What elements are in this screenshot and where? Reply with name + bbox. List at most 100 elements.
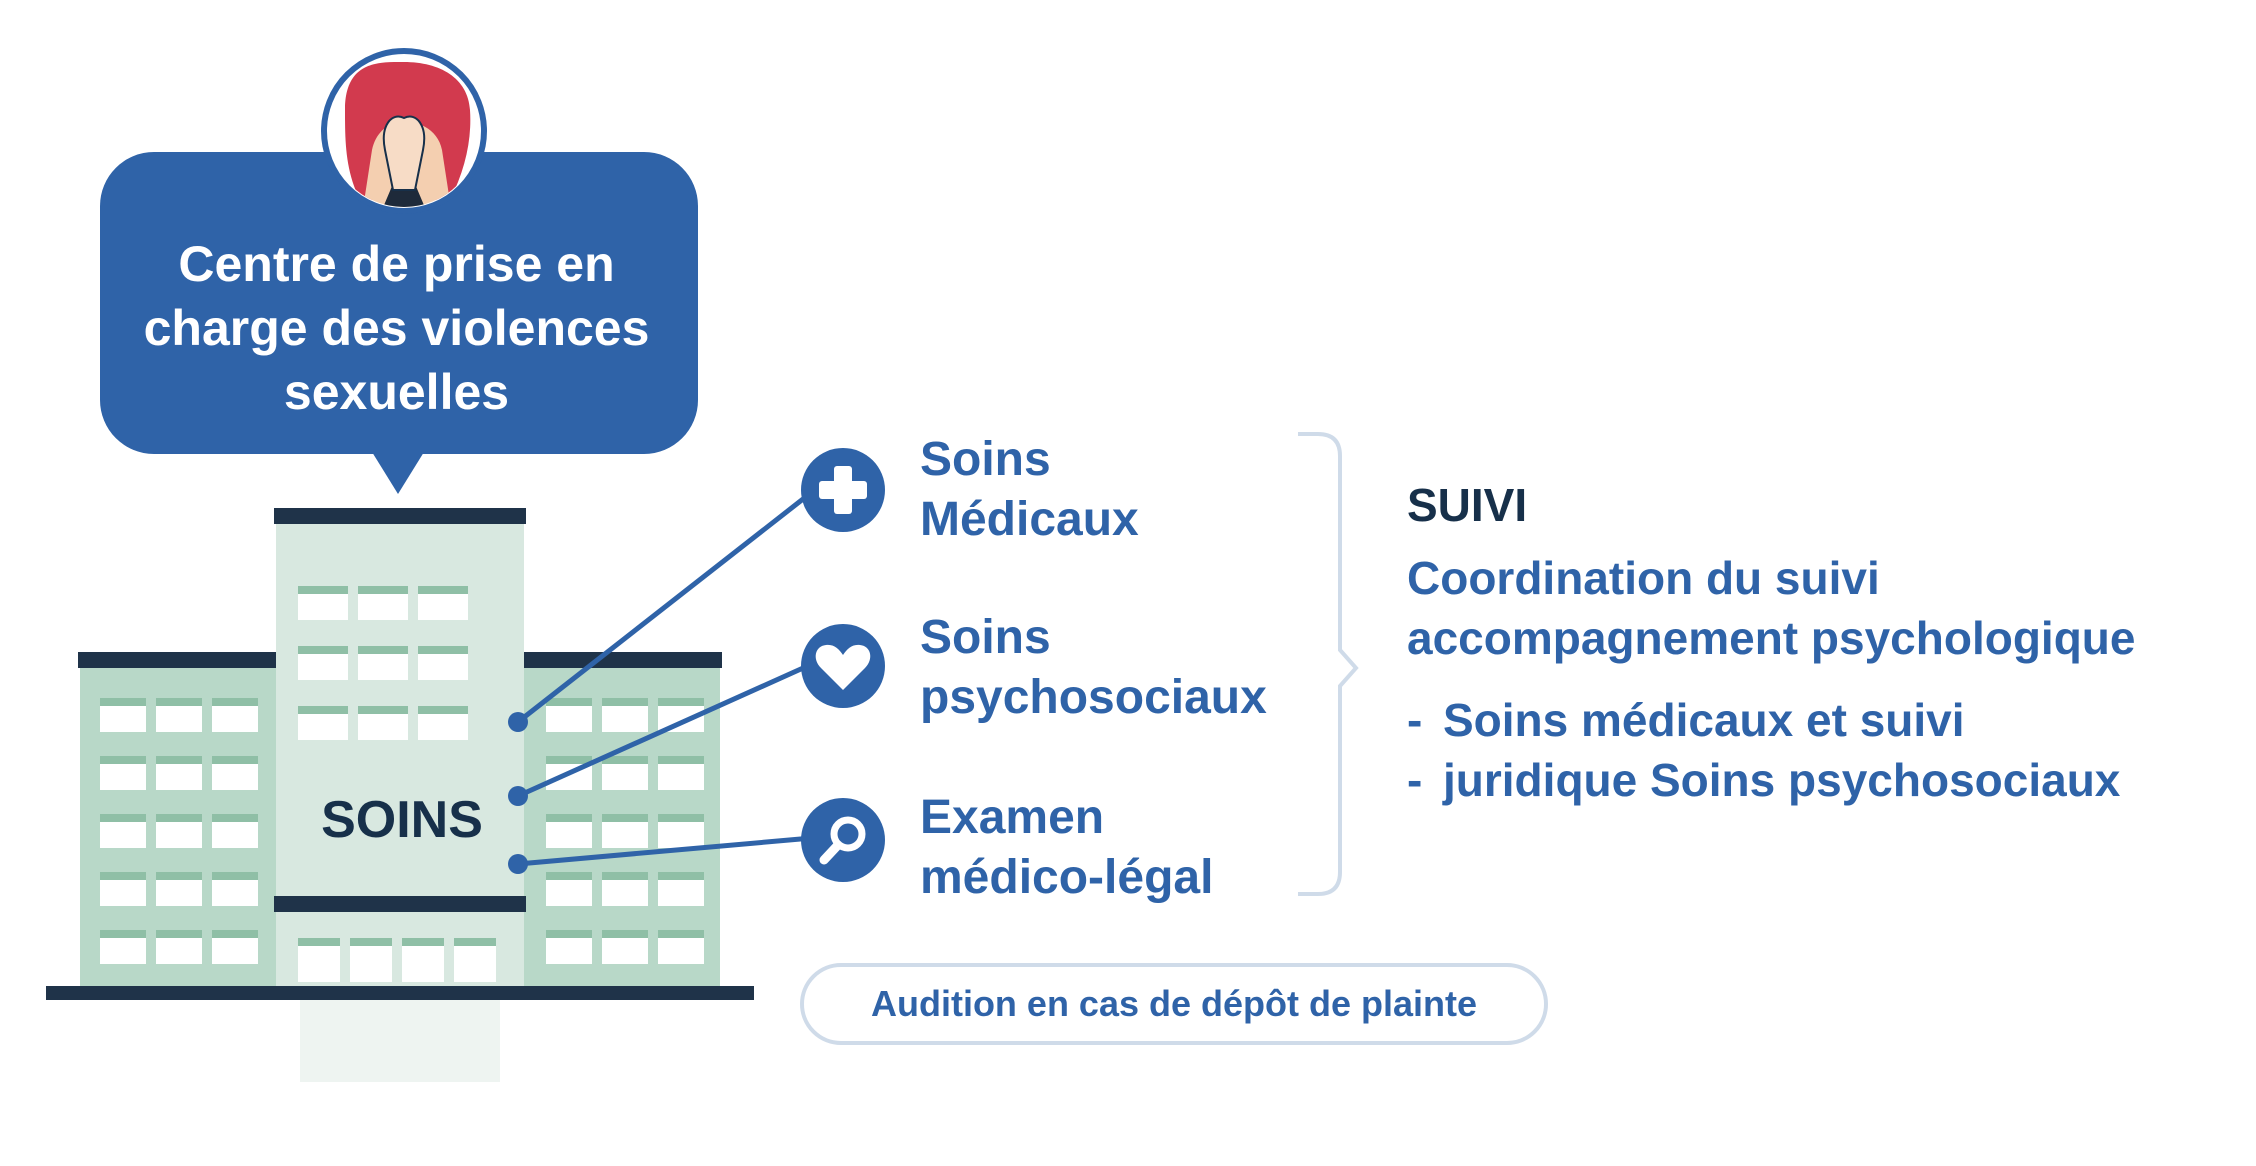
window-sill [658, 698, 704, 706]
window-sill [454, 938, 496, 946]
window-sill [658, 872, 704, 880]
window-sill [100, 698, 146, 706]
window [212, 822, 258, 848]
window-sill [100, 930, 146, 938]
hospital-building [46, 508, 754, 1082]
window [298, 654, 348, 680]
window-sill [212, 814, 258, 822]
window [156, 938, 202, 964]
building-label: SOINS [321, 791, 483, 849]
window [602, 764, 648, 790]
window [454, 946, 496, 982]
window [602, 822, 648, 848]
window [298, 594, 348, 620]
suivi-item-text: Soins médicaux et suivi [1443, 694, 1965, 746]
window [658, 938, 704, 964]
window-sill [658, 756, 704, 764]
window [602, 938, 648, 964]
center-title: Centre de prise en charge des violences … [103, 232, 690, 424]
heart-icon [801, 624, 885, 708]
service-medical-line-2: Médicaux [920, 493, 1139, 546]
window-sill [298, 586, 348, 594]
window-sill [602, 814, 648, 822]
window-sill [658, 930, 704, 938]
window-sill [358, 646, 408, 654]
connector-psychosocial [516, 661, 814, 799]
window-sill [212, 756, 258, 764]
window [418, 654, 468, 680]
suivi-subtitle-line-2: accompagnement psychologique [1407, 612, 2136, 664]
window-sill [156, 756, 202, 764]
window-sill [602, 698, 648, 706]
window [212, 880, 258, 906]
window [100, 822, 146, 848]
window-sill [298, 706, 348, 714]
suivi-title: SUIVI [1407, 479, 1528, 531]
service-forensic: Examen médico-légal [920, 788, 1340, 908]
window-sill [212, 698, 258, 706]
window-sill [402, 938, 444, 946]
service-forensic-line-2: médico-légal [920, 851, 1214, 904]
audition-pill: Audition en cas de dépôt de plainte [800, 963, 1548, 1045]
window-sill [298, 938, 340, 946]
distressed-woman-avatar [321, 48, 487, 214]
connector-forensic [517, 835, 813, 867]
window-sill [546, 814, 592, 822]
window [418, 714, 468, 740]
window [100, 764, 146, 790]
window [212, 764, 258, 790]
grouping-bracket [1298, 432, 1359, 896]
window [156, 764, 202, 790]
window-sill [156, 930, 202, 938]
window-sill [212, 930, 258, 938]
window-sill [100, 814, 146, 822]
window [358, 654, 408, 680]
window [658, 822, 704, 848]
window [658, 764, 704, 790]
suivi-item: -juridique Soins psychosociaux [1407, 750, 2247, 810]
window [298, 714, 348, 740]
window-sill [358, 586, 408, 594]
window [100, 706, 146, 732]
window-sill [418, 646, 468, 654]
connector-medical [516, 490, 814, 724]
window-sill [350, 938, 392, 946]
magnifier-icon [801, 798, 885, 882]
window [546, 822, 592, 848]
suivi-subtitle-line-1: Coordination du suivi [1407, 552, 1880, 604]
suivi-item-dash: - [1407, 694, 1423, 746]
window-sill [212, 872, 258, 880]
window [212, 706, 258, 732]
window-sill [658, 814, 704, 822]
window-sill [546, 756, 592, 764]
connector-lines [516, 490, 814, 867]
window [358, 714, 408, 740]
window [100, 938, 146, 964]
service-psychosocial: Soins psychosociaux [920, 608, 1340, 728]
speech-bubble [100, 152, 698, 494]
window [156, 880, 202, 906]
window-sill [100, 872, 146, 880]
window [402, 946, 444, 982]
window-sill [156, 698, 202, 706]
window-sill [418, 586, 468, 594]
center-title-line-3: sexuelles [283, 364, 510, 420]
window [156, 706, 202, 732]
window-sill [546, 698, 592, 706]
suivi-item: -Soins médicaux et suivi [1407, 690, 2247, 750]
window-sill [546, 930, 592, 938]
center-tower-windows [298, 586, 496, 982]
window-sill [602, 756, 648, 764]
window [546, 880, 592, 906]
window [602, 706, 648, 732]
window-sill [602, 872, 648, 880]
connector-dots [508, 712, 528, 874]
window [418, 594, 468, 620]
window [546, 706, 592, 732]
medical-cross-icon [801, 448, 885, 532]
window [358, 594, 408, 620]
service-psychosocial-line-1: Soins [920, 611, 1051, 664]
window [298, 946, 340, 982]
window-sill [156, 814, 202, 822]
